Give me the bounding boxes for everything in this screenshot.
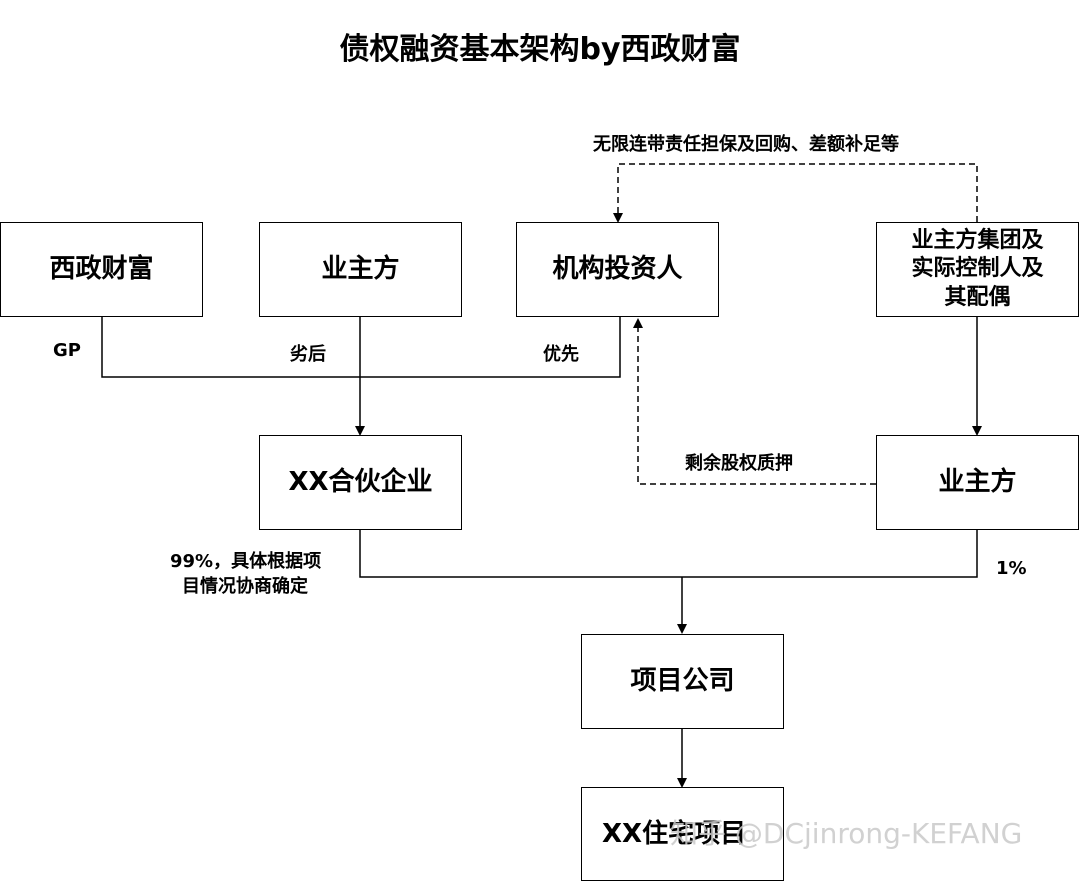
label-guarantee: 无限连带责任担保及回购、差额补足等 <box>593 134 899 155</box>
node-xiangmu-gongsi: 项目公司 <box>581 634 784 729</box>
label-pct99-line1: 99%，具体根据项 <box>170 551 322 572</box>
node-xizheng: 西政财富 <box>0 222 203 317</box>
node-group-controller: 业主方集团及 实际控制人及 其配偶 <box>876 222 1079 317</box>
node-group-line3: 其配偶 <box>944 284 1011 310</box>
label-pledge: 剩余股权质押 <box>685 453 793 474</box>
node-yezhu-mid: 业主方 <box>876 435 1079 530</box>
gp-line <box>101 317 621 378</box>
pct-merge-line <box>359 530 978 578</box>
node-hehuo: XX合伙企业 <box>259 435 462 530</box>
page-title: 债权融资基本架构by西政财富 <box>339 32 741 67</box>
label-pct1: 1% <box>996 558 1027 579</box>
guarantee-dashed-line <box>613 163 978 223</box>
label-liehou: 劣后 <box>290 344 326 365</box>
node-group-line1: 业主方集团及 <box>911 227 1044 253</box>
label-pct99: 99%，具体根据项 目情况协商确定 <box>170 549 321 599</box>
label-pct99-line2: 目情况协商确定 <box>182 576 308 598</box>
watermark: 知乎 @DCjinrong-KEFANG <box>670 817 1023 850</box>
label-gp: GP <box>53 340 81 361</box>
node-zhuzhai: XX住宅项目 <box>581 787 784 881</box>
node-group-line2: 实际控制人及 <box>911 256 1044 282</box>
node-jigou: 机构投资人 <box>516 222 719 317</box>
label-youxian: 优先 <box>543 344 579 365</box>
node-yezhu-top: 业主方 <box>259 222 462 317</box>
